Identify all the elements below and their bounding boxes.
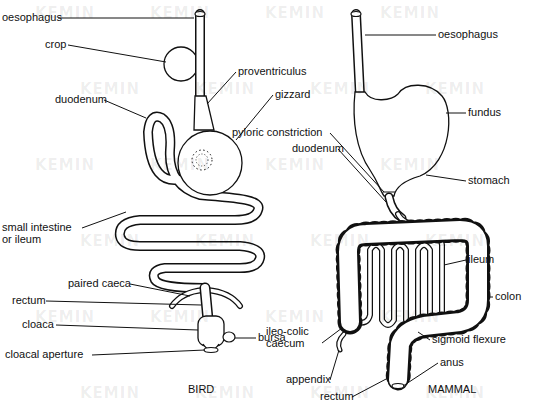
part-label: ileum xyxy=(468,253,494,265)
watermark: KEMIN xyxy=(150,156,210,174)
watermark: KEMIN xyxy=(425,384,485,402)
watermark: KEMIN xyxy=(425,80,485,98)
watermark: KEMIN xyxy=(380,4,440,22)
watermark: KEMIN xyxy=(80,232,140,250)
watermark: KEMIN xyxy=(80,384,140,402)
watermark: KEMIN xyxy=(150,308,210,326)
watermark: KEMIN xyxy=(195,80,255,98)
watermark: KEMIN xyxy=(195,384,255,402)
part-label: rectum xyxy=(12,294,46,306)
part-label: paired caeca xyxy=(68,277,131,289)
part-label: ileo-colic caecum xyxy=(266,325,328,349)
part-label: gizzard xyxy=(275,88,310,100)
watermark: KEMIN xyxy=(265,308,325,326)
mammal-tract xyxy=(339,12,478,389)
watermark: KEMIN xyxy=(310,80,370,98)
part-label: duodenum xyxy=(292,142,344,154)
watermark: KEMIN xyxy=(35,308,95,326)
watermark: KEMIN xyxy=(380,156,440,174)
watermark: KEMIN xyxy=(310,232,370,250)
watermark: KEMIN xyxy=(380,308,440,326)
bird-tract xyxy=(120,12,260,353)
part-label: small intestine or ileum xyxy=(2,221,82,245)
watermark: KEMIN xyxy=(150,4,210,22)
watermark: KEMIN xyxy=(425,232,485,250)
part-label: anus xyxy=(440,356,464,368)
part-label: fundus xyxy=(468,106,501,118)
part-label: sigmoid flexure xyxy=(432,333,506,345)
part-label: proventriculus xyxy=(238,65,306,77)
part-label: stomach xyxy=(468,174,510,186)
part-label: oesophagus xyxy=(438,28,498,40)
leader-lines xyxy=(46,18,493,397)
watermark: KEMIN xyxy=(80,80,140,98)
part-label: colon xyxy=(495,290,521,302)
watermark: KEMIN xyxy=(265,4,325,22)
watermark: KEMIN xyxy=(35,156,95,174)
watermark: KEMIN xyxy=(35,4,95,22)
watermark: KEMIN xyxy=(195,232,255,250)
watermark: KEMIN xyxy=(310,384,370,402)
part-label: appendix xyxy=(286,373,331,385)
part-label: crop xyxy=(45,38,66,50)
watermark: KEMIN xyxy=(265,156,325,174)
part-label: pyloric constriction xyxy=(232,126,322,138)
part-label: cloacal aperture xyxy=(5,348,83,360)
